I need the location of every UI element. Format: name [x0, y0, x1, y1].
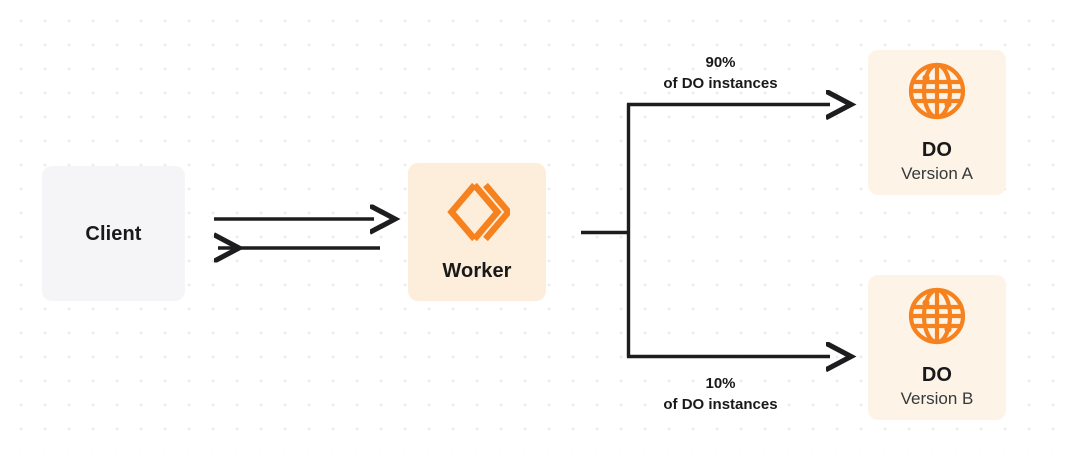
node-worker-title: Worker — [442, 260, 512, 282]
node-do-b-title: DO — [921, 363, 953, 386]
edge-label-do-b-percent: 10% — [705, 375, 736, 392]
globe-icon — [906, 60, 968, 122]
node-do-version-b[interactable]: DO Version B — [868, 275, 1006, 420]
node-do-b-subtitle: Version B — [900, 388, 974, 408]
cloudflare-workers-icon — [444, 181, 513, 243]
edge-label-do-b-caption: of DO instances — [663, 396, 778, 414]
node-do-version-a[interactable]: DO Version A — [868, 50, 1006, 195]
edge-label-do-a-percent: 90% — [705, 54, 736, 71]
edge-label-do-b: 10% of DO instances — [613, 373, 828, 416]
globe-icon — [906, 285, 968, 347]
edge-label-do-a-caption: of DO instances — [663, 75, 778, 93]
node-client-title: Client — [85, 222, 142, 245]
node-client[interactable]: Client — [42, 166, 185, 301]
node-worker[interactable]: Worker — [408, 163, 546, 301]
node-do-a-title: DO — [921, 138, 953, 161]
edge-label-do-a: 90% of DO instances — [613, 52, 828, 95]
node-do-a-subtitle: Version A — [901, 163, 973, 183]
